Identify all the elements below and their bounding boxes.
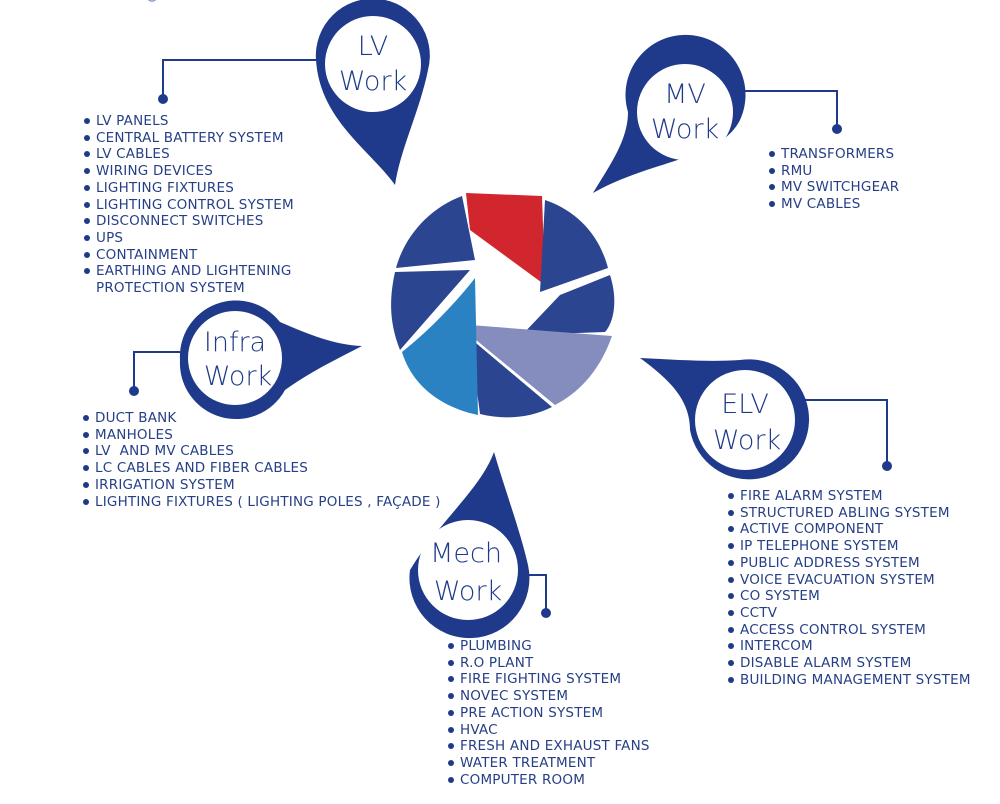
lv-connector-dot — [158, 94, 168, 104]
list-item: ACCESS CONTROL SYSTEM — [728, 622, 971, 639]
lv-work-list: LV PANELS CENTRAL BATTERY SYSTEM LV CABL… — [84, 113, 316, 297]
mech-connector-line — [525, 574, 547, 610]
aperture-wheel — [386, 186, 618, 418]
list-item: TRANSFORMERS — [769, 146, 899, 163]
list-item: WIRING DEVICES — [84, 163, 316, 180]
mech-pin: Mech Work — [409, 452, 551, 639]
mech-pin-face — [418, 520, 518, 620]
lv-pin: LV Work — [158, 0, 430, 185]
lv-pin-title-line2: Work — [339, 66, 407, 97]
list-item: IRRIGATION SYSTEM — [83, 477, 441, 494]
list-item: WATER TREATMENT — [448, 755, 650, 772]
infra-pin-title-line2: Work — [204, 361, 272, 392]
aperture-segment-light-blue — [402, 278, 478, 415]
list-item: MV SWITCHGEAR — [769, 179, 899, 196]
cropped-logo-fragment — [147, 0, 157, 2]
list-item: CCTV — [728, 605, 971, 622]
list-item: EARTHING AND LIGHTENING PROTECTION SYSTE… — [84, 263, 316, 296]
mv-pin: MV Work — [593, 34, 842, 194]
list-item: FRESH AND EXHAUST FANS — [448, 738, 650, 755]
elv-work-list: FIRE ALARM SYSTEM STRUCTURED ABLING SYST… — [728, 488, 971, 688]
mv-connector-dot — [832, 124, 842, 134]
mv-pin-title-line1: MV — [664, 79, 706, 110]
lv-pin-title-line1: LV — [358, 31, 389, 62]
elv-connector-line — [802, 399, 888, 463]
list-item: R.O PLANT — [448, 655, 650, 672]
list-item: INTERCOM — [728, 638, 971, 655]
list-item: STRUCTURED ABLING SYSTEM — [728, 505, 971, 522]
mech-pin-title-line2: Work — [434, 576, 502, 607]
infra-connector-line — [133, 351, 180, 388]
mech-work-list: PLUMBING R.O PLANT FIRE FIGHTING SYSTEM … — [448, 638, 650, 788]
list-item: DUCT BANK — [83, 410, 441, 427]
mv-work-list: TRANSFORMERS RMU MV SWITCHGEAR MV CABLES — [769, 146, 899, 213]
list-item: LIGHTING CONTROL SYSTEM — [84, 197, 316, 214]
lv-connector-line — [162, 59, 316, 98]
mv-pin-face — [637, 64, 733, 160]
elv-connector-dot — [882, 461, 892, 471]
list-item: VOICE EVACUATION SYSTEM — [728, 572, 971, 589]
aperture-segment-lavender — [470, 325, 612, 405]
list-item: ACTIVE COMPONENT — [728, 521, 971, 538]
list-item: NOVEC SYSTEM — [448, 688, 650, 705]
list-item: DISABLE ALARM SYSTEM — [728, 655, 971, 672]
list-item: FIRE FIGHTING SYSTEM — [448, 671, 650, 688]
list-item: FIRE ALARM SYSTEM — [728, 488, 971, 505]
aperture-segment-red — [466, 193, 545, 285]
list-item: CENTRAL BATTERY SYSTEM — [84, 130, 316, 147]
infra-pin: Infra Work — [129, 300, 362, 420]
list-item: LV CABLES — [84, 146, 316, 163]
list-item: COMPUTER ROOM — [448, 772, 650, 789]
list-item: LIGHTING FIXTURES — [84, 180, 316, 197]
aperture-segment-navy-4 — [391, 270, 470, 350]
list-item: LIGHTING FIXTURES ( LIGHTING POLES , FAÇ… — [83, 494, 441, 511]
aperture-segment-navy-3 — [470, 338, 552, 418]
list-item: PLUMBING — [448, 638, 650, 655]
elv-pin-face — [695, 370, 795, 470]
list-item: MV CABLES — [769, 196, 899, 213]
elv-pin: ELV Work — [640, 358, 892, 480]
aperture-segment-navy-1 — [540, 200, 608, 292]
list-item: CO SYSTEM — [728, 588, 971, 605]
list-item: DISCONNECT SWITCHES — [84, 213, 316, 230]
list-item: IP TELEPHONE SYSTEM — [728, 538, 971, 555]
mech-connector-dot — [541, 608, 551, 618]
list-item: PRE ACTION SYSTEM — [448, 705, 650, 722]
infra-pin-face — [188, 311, 282, 405]
list-item: CONTAINMENT — [84, 247, 316, 264]
elv-pin-title-line2: Work — [713, 425, 781, 456]
mv-pin-title-line2: Work — [651, 114, 719, 145]
mech-pin-title-line1: Mech — [430, 538, 502, 569]
list-item: BUILDING MANAGEMENT SYSTEM — [728, 672, 971, 689]
lv-pin-face — [325, 16, 421, 112]
aperture-segment-navy-2 — [522, 275, 615, 335]
infra-work-list: DUCT BANK MANHOLES LV AND MV CABLES LC C… — [83, 410, 441, 510]
list-item: RMU — [769, 163, 899, 180]
infra-pin-title-line1: Infra — [204, 327, 266, 358]
list-item: HVAC — [448, 722, 650, 739]
list-item: LC CABLES AND FIBER CABLES — [83, 460, 441, 477]
elv-pin-title-line1: ELV — [721, 389, 769, 420]
list-item: LV PANELS — [84, 113, 316, 130]
list-item: UPS — [84, 230, 316, 247]
mv-connector-line — [740, 90, 838, 127]
list-item: PUBLIC ADDRESS SYSTEM — [728, 555, 971, 572]
list-item: MANHOLES — [83, 427, 441, 444]
aperture-segment-navy-5 — [396, 196, 475, 268]
list-item: LV AND MV CABLES — [83, 443, 441, 460]
infra-connector-dot — [129, 386, 139, 396]
